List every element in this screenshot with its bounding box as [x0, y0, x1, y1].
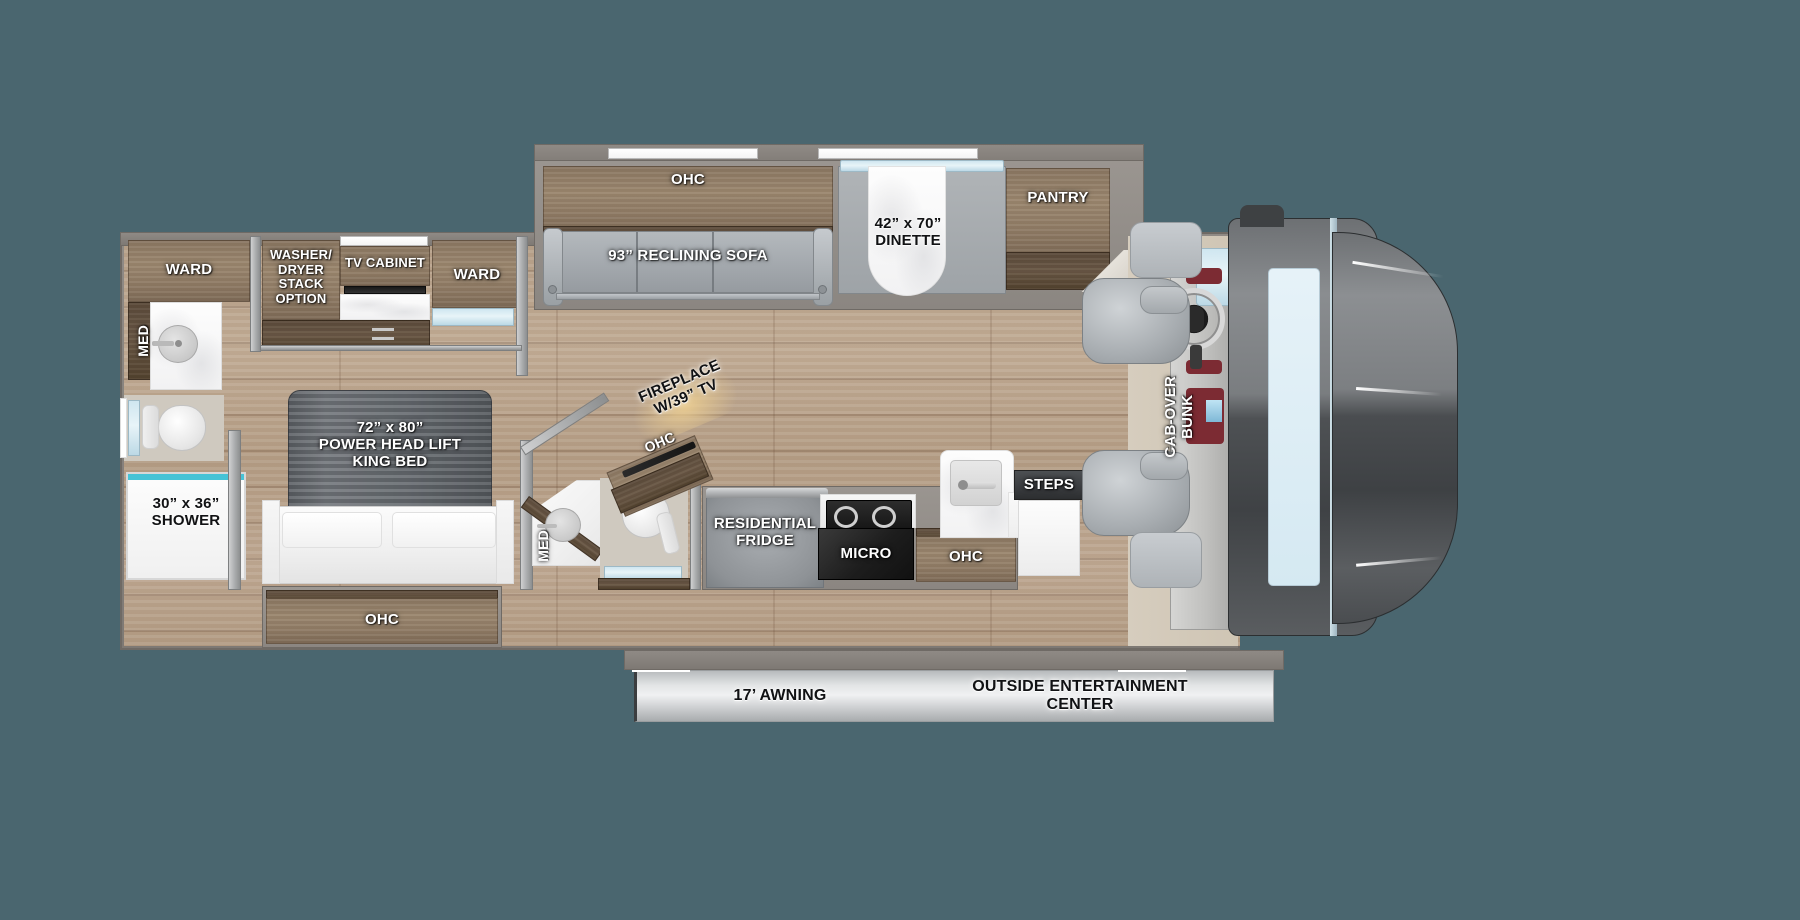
bedroom-dresser: [262, 320, 430, 350]
dash-screen: [1206, 400, 1222, 422]
bed-pillow-right: [392, 512, 496, 548]
dresser-handle-2: [372, 337, 394, 340]
entry-step-lower: [1018, 500, 1080, 576]
tv-cabinet-counter: [340, 294, 430, 320]
burner-right: [872, 506, 896, 528]
bedroom-head-wall: [260, 345, 522, 351]
dresser-handle-1: [372, 328, 394, 331]
kitchen-faucet-base: [958, 480, 968, 490]
window-bedroom-top: [340, 236, 428, 246]
bath-sink-drain-left: [175, 340, 182, 347]
microwave: [818, 528, 914, 580]
bath-faucet-left: [152, 341, 174, 346]
awning-strip: [634, 670, 1274, 722]
shower-wall-right: [228, 430, 241, 590]
bath-window-left: [128, 400, 140, 456]
bedroom-window-right: [432, 308, 514, 326]
bottom-wall-band: [624, 650, 1284, 670]
bedroom-wall-left: [250, 236, 261, 352]
entry-steps: [1014, 470, 1084, 500]
bed-pillow-left: [282, 512, 382, 548]
bedroom-wall-right: [516, 236, 528, 376]
bath-window-trim-left: [120, 398, 127, 458]
toilet-tank-left: [142, 405, 159, 449]
mid-bath-faucet: [537, 524, 557, 528]
wardrobe-left: [128, 240, 250, 302]
toilet-left: [158, 405, 206, 451]
residential-fridge: [706, 494, 824, 588]
seat-base-passenger: [1130, 532, 1202, 588]
passenger-seat-headrest: [1140, 452, 1188, 480]
sofa-arm-knob-left: [548, 285, 557, 294]
window-top-left: [608, 148, 758, 159]
dash-shifter: [1190, 345, 1202, 369]
sofa-cushion-divider-2: [712, 232, 714, 292]
tv-cabinet: [340, 246, 430, 286]
ohc-kitchen-cabinet: [916, 536, 1016, 582]
reclining-sofa-seat: [560, 231, 816, 293]
pantry-cabinet: [1006, 168, 1110, 256]
ohc-living-cabinet: [543, 166, 833, 234]
sofa-cushion-divider-1: [636, 232, 638, 292]
burner-left: [834, 506, 858, 528]
ohc-bed-foot-cabinet-lip: [266, 590, 498, 599]
shower-pan: [126, 472, 246, 580]
window-top-right: [818, 148, 978, 159]
bed-nightstand-right: [496, 500, 514, 584]
sofa-footrest-rail: [556, 293, 820, 300]
bed-headboard: [288, 390, 492, 518]
bed-nightstand-left: [262, 500, 280, 584]
dinette-table: [868, 166, 946, 296]
kitchen-faucet: [962, 482, 996, 489]
ohc-bed-foot-cabinet: [266, 598, 498, 644]
shower-glass-edge: [128, 474, 244, 480]
side-window-driver: [1268, 268, 1320, 586]
front-nose-cap: [1332, 232, 1458, 624]
seat-base-driver: [1130, 222, 1202, 278]
driver-seat-headrest: [1140, 286, 1188, 314]
mid-bath-base-cabinet: [598, 578, 690, 590]
washer-dryer-cabinet: [262, 240, 340, 320]
sofa-arm-knob-right: [818, 285, 827, 294]
cab-roof-vent: [1240, 205, 1284, 227]
tv-panel: [344, 286, 426, 294]
wardrobe-right: [432, 240, 522, 308]
fridge-top-trim: [706, 488, 828, 498]
